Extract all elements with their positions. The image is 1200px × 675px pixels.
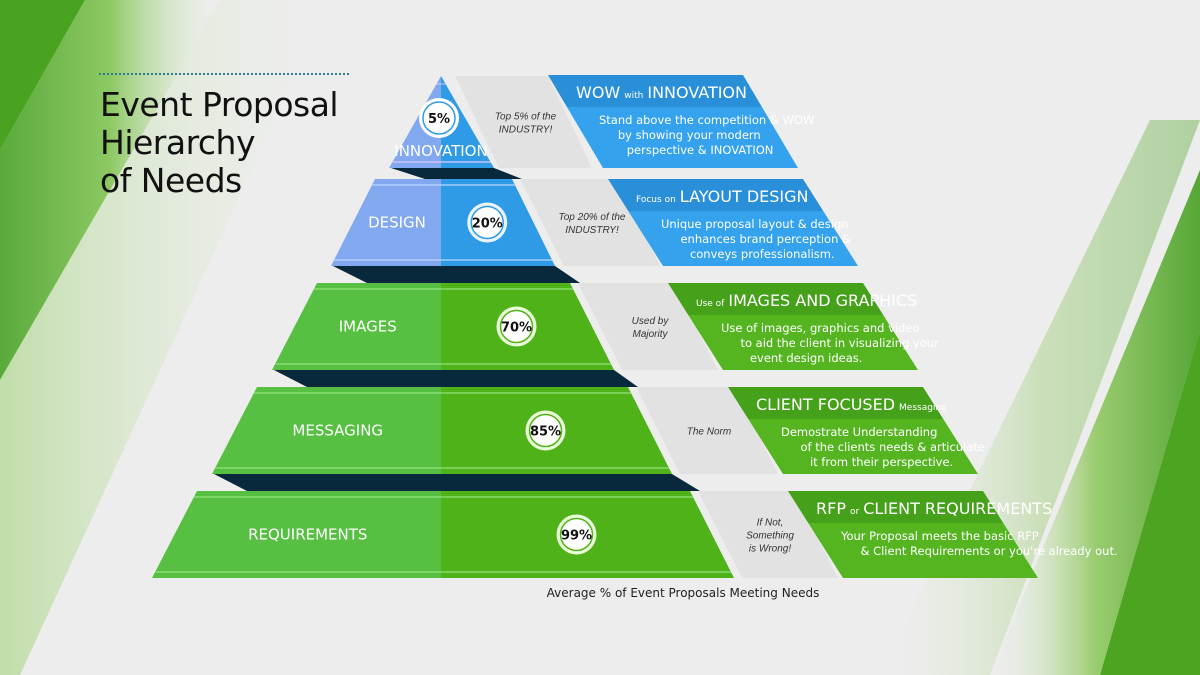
heading-main: LAYOUT DESIGN (680, 187, 809, 206)
panel-description-line: Demostrate Understanding (781, 425, 937, 439)
tier-label: IMAGES (339, 318, 397, 336)
panel-header (728, 387, 944, 419)
panel-description-line: Use of images, graphics and video (721, 321, 920, 335)
panel-heading: CLIENT FOCUSED Messaging (756, 395, 947, 414)
percent-value: 5% (428, 112, 450, 127)
title-divider (99, 73, 349, 75)
panel-description-line: to aid the client in visualizing your (740, 336, 939, 350)
tier-note: Majority (632, 329, 668, 340)
panel-header (788, 491, 1004, 523)
panel-body (566, 107, 798, 168)
panel-description-line: by showing your modern (618, 128, 761, 142)
panel-heading: WOW with INNOVATION (576, 83, 747, 102)
heading-main: CLIENT REQUIREMENTS (863, 499, 1052, 518)
tier-note: If Not, (757, 518, 784, 529)
heading-main: INNOVATION (647, 83, 747, 102)
tier-left-half (331, 179, 441, 266)
panel-body (748, 419, 978, 474)
panel-body (628, 211, 858, 266)
heading-main: CLIENT FOCUSED (756, 395, 895, 414)
note-background (455, 76, 592, 168)
tier-left-half (272, 283, 441, 370)
heading-minor: Messaging (899, 403, 947, 413)
tier-messaging: The Norm MESSAGING 85% CLIENT FOCUSED Messag… (212, 387, 985, 491)
bg-streak-right-2 (990, 170, 1200, 675)
percent-badge (528, 413, 563, 448)
panel-description-line: Unique proposal layout & design (661, 217, 849, 231)
heading-main: WOW (576, 83, 620, 102)
tier-label: INNOVATION (394, 142, 487, 160)
percent-badge (499, 309, 534, 344)
panel-description-line: Stand above the competition & WOW (599, 113, 814, 127)
panel-description-line: it from their perspective. (810, 455, 953, 469)
tier-note: INDUSTRY! (565, 225, 619, 236)
heading-minor: with (624, 91, 643, 101)
tier-note: Top 20% of the (559, 212, 626, 223)
tier-label: DESIGN (368, 214, 426, 232)
panel-description-line: event design ideas. (750, 351, 862, 365)
heading-main: IMAGES AND GRAPHICS (728, 291, 917, 310)
tier-note: Something (746, 531, 794, 542)
panel-header (608, 179, 824, 211)
tier-left-half (212, 387, 441, 474)
tier-left-half (389, 76, 441, 168)
title-line-1: Event Proposal (100, 85, 339, 124)
tier-label: MESSAGING (292, 422, 383, 440)
tier-note: Used by (632, 316, 670, 327)
tier-shadow (214, 474, 700, 491)
panel-description-line: perspective & INOVATION (627, 143, 774, 157)
page-title: Event Proposal Hierarchy of Needs (100, 85, 339, 200)
tier-note: The Norm (687, 427, 731, 438)
panel-header (668, 283, 884, 315)
percent-badge (470, 205, 504, 240)
tier-note: Top 5% of the (495, 112, 557, 123)
tier-right-half (441, 76, 494, 168)
panel-description-line: conveys professionalism. (690, 247, 835, 261)
panel-body (808, 523, 1038, 578)
tier-label: REQUIREMENTS (248, 526, 367, 544)
percent-value: 85% (530, 425, 561, 440)
heading-minor: Use of (696, 299, 725, 309)
panel-description-line: enhances brand perception & (680, 232, 851, 246)
tier-shadow (391, 168, 522, 179)
tier-note: INDUSTRY! (499, 125, 553, 136)
percent-value: 70% (501, 321, 532, 336)
heading-minor: Focus on (636, 195, 676, 205)
tier-requirements: If Not, Something is Wrong! REQUIREMENTS 99%… (152, 491, 1118, 578)
tier-note: is Wrong! (749, 544, 791, 555)
panel-description-line: Your Proposal meets the basic RFP (840, 529, 1039, 543)
percent-value: 99% (561, 529, 592, 544)
panel-description-line: & Client Requirements or you're already … (860, 544, 1117, 558)
percent-badge (422, 101, 456, 135)
heading-main: RFP (816, 499, 846, 518)
panel-heading: Focus on LAYOUT DESIGN (636, 187, 809, 206)
tier-shadow (274, 370, 638, 387)
title-line-3: of Needs (100, 161, 242, 200)
title-line-2: Hierarchy (100, 123, 256, 162)
tier-left-half (152, 491, 441, 578)
panel-description-line: of the clients needs & articulate (800, 440, 984, 454)
percent-badge (559, 517, 594, 552)
panel-body (688, 315, 918, 370)
pyramid-caption: Average % of Event Proposals Meeting Nee… (546, 586, 820, 600)
percent-value: 20% (472, 217, 503, 232)
heading-minor: or (850, 507, 860, 517)
panel-header (548, 75, 762, 107)
bg-streak-left-3 (0, 0, 330, 675)
tier-shadow (333, 266, 580, 283)
